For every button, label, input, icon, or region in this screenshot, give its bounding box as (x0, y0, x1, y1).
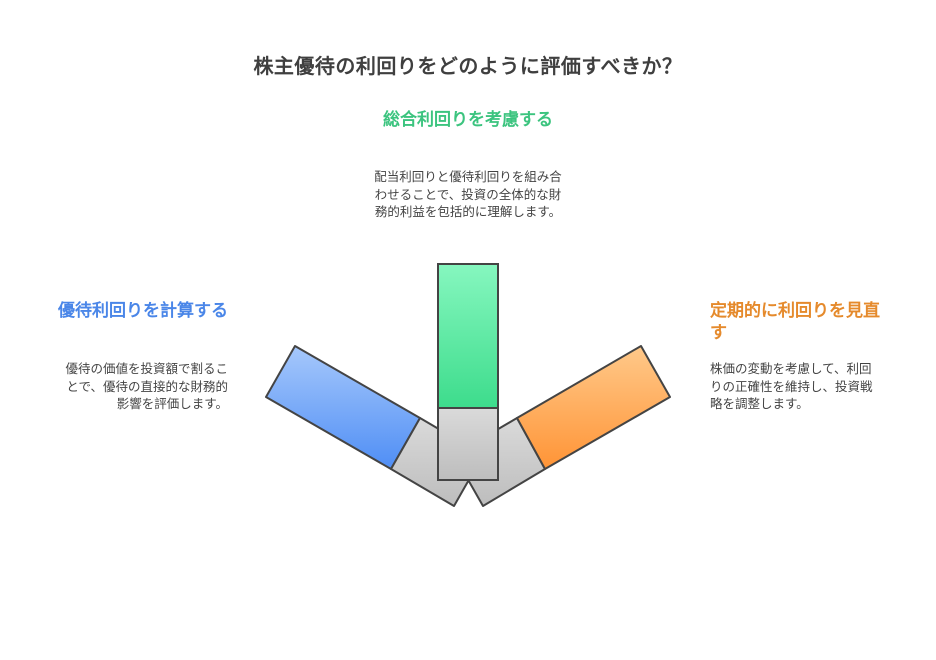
right-panel-heading: 定期的に利回りを見直す (710, 301, 880, 343)
center-arm (437, 263, 499, 481)
right-arm (453, 345, 671, 507)
right-arm-color-block (516, 345, 671, 470)
page-title: 株主優待の利回りをどのように評価すべきか？ (253, 54, 683, 78)
center-panel-body: 配当利回りと優待利回りを組み合わせることで、投資の全体的な財務的利益を包括的に理… (374, 169, 562, 219)
center-panel-heading: 総合利回りを考慮する (383, 110, 553, 130)
right-panel-body: 株価の変動を考慮して、利回りの正確性を維持し、投資戦略を調整します。 (710, 361, 873, 411)
left-arm-color-block (265, 345, 421, 470)
center-arm-base (437, 407, 499, 481)
center-arm-color-block (437, 263, 499, 409)
left-panel-heading: 優待利回りを計算する (58, 301, 228, 321)
left-panel-body: 優待の価値を投資額で割ることで、優待の直接的な財務的影響を評価します。 (65, 361, 228, 411)
